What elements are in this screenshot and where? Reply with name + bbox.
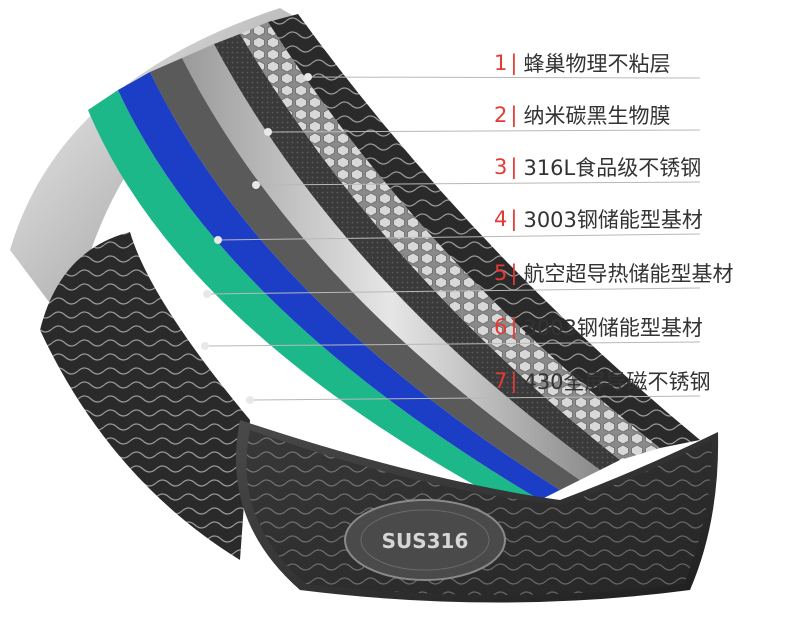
layer-number: 6 — [494, 315, 508, 339]
layer-separator: | — [510, 51, 518, 75]
layer-separator: | — [510, 261, 518, 285]
leader-line-3 — [255, 181, 701, 186]
leader-anchor-6 — [201, 342, 209, 350]
leader-anchor-5 — [203, 290, 211, 298]
pan-exterior-pattern — [40, 232, 250, 560]
leader-line-1 — [307, 76, 701, 79]
layer-separator: | — [510, 369, 518, 393]
leader-anchor-4 — [214, 236, 222, 244]
leader-anchor-7 — [246, 396, 254, 404]
leader-anchor-1 — [304, 73, 312, 81]
layer-label-3: 3|316L食品级不锈钢 — [494, 150, 701, 184]
layer-label-1: 1|蜂巢物理不粘层 — [494, 46, 670, 80]
layer-band-lightsteel — [182, 44, 600, 480]
layer-text: 蜂巢物理不粘层 — [523, 52, 671, 76]
layer-number: 2 — [494, 103, 508, 127]
leader-anchor-3 — [252, 181, 260, 189]
layer-band-green — [88, 90, 540, 510]
layer-text: 纳米碳黑生物膜 — [523, 104, 671, 128]
leader-line-7 — [249, 395, 701, 401]
pan-rim — [10, 8, 300, 330]
layer-number: 7 — [494, 369, 508, 393]
layer-text: 3003钢储能型基材 — [523, 208, 703, 232]
leader-line-4 — [217, 233, 701, 241]
layer-separator: | — [510, 207, 518, 231]
layer-number: 5 — [494, 261, 508, 285]
layer-separator: | — [510, 315, 518, 339]
layer-number: 1 — [494, 51, 508, 75]
layer-text: 430全屏导磁不锈钢 — [523, 370, 711, 394]
layer-band-outer-wave — [268, 14, 700, 448]
layer-label-4: 4|3003钢储能型基材 — [494, 202, 703, 236]
sus316-stamp: SUS316 — [344, 499, 506, 581]
layer-text: 航空超导热储能型基材 — [523, 262, 734, 286]
layer-text: 3003钢储能型基材 — [523, 316, 703, 340]
leader-line-5 — [206, 287, 701, 295]
stamp-text: SUS316 — [382, 529, 469, 553]
leader-anchor-2 — [264, 128, 272, 136]
layer-text: 316L食品级不锈钢 — [523, 156, 702, 180]
layer-label-2: 2|纳米碳黑生物膜 — [494, 98, 670, 132]
leader-line-6 — [204, 341, 701, 347]
leader-line-2 — [267, 129, 701, 133]
layer-separator: | — [510, 155, 518, 179]
layer-label-6: 6|3003钢储能型基材 — [494, 310, 703, 344]
layer-number: 3 — [494, 155, 508, 179]
layer-band-honeycomb — [240, 22, 660, 460]
layer-number: 4 — [494, 207, 508, 231]
layer-band-darkgrey — [150, 58, 580, 490]
layer-label-5: 5|航空超导热储能型基材 — [494, 256, 733, 290]
leader-lines — [201, 73, 701, 404]
layer-separator: | — [510, 103, 518, 127]
layer-band-black — [214, 34, 620, 470]
layer-band-blue — [118, 72, 560, 500]
layer-label-7: 7|430全屏导磁不锈钢 — [494, 364, 711, 398]
